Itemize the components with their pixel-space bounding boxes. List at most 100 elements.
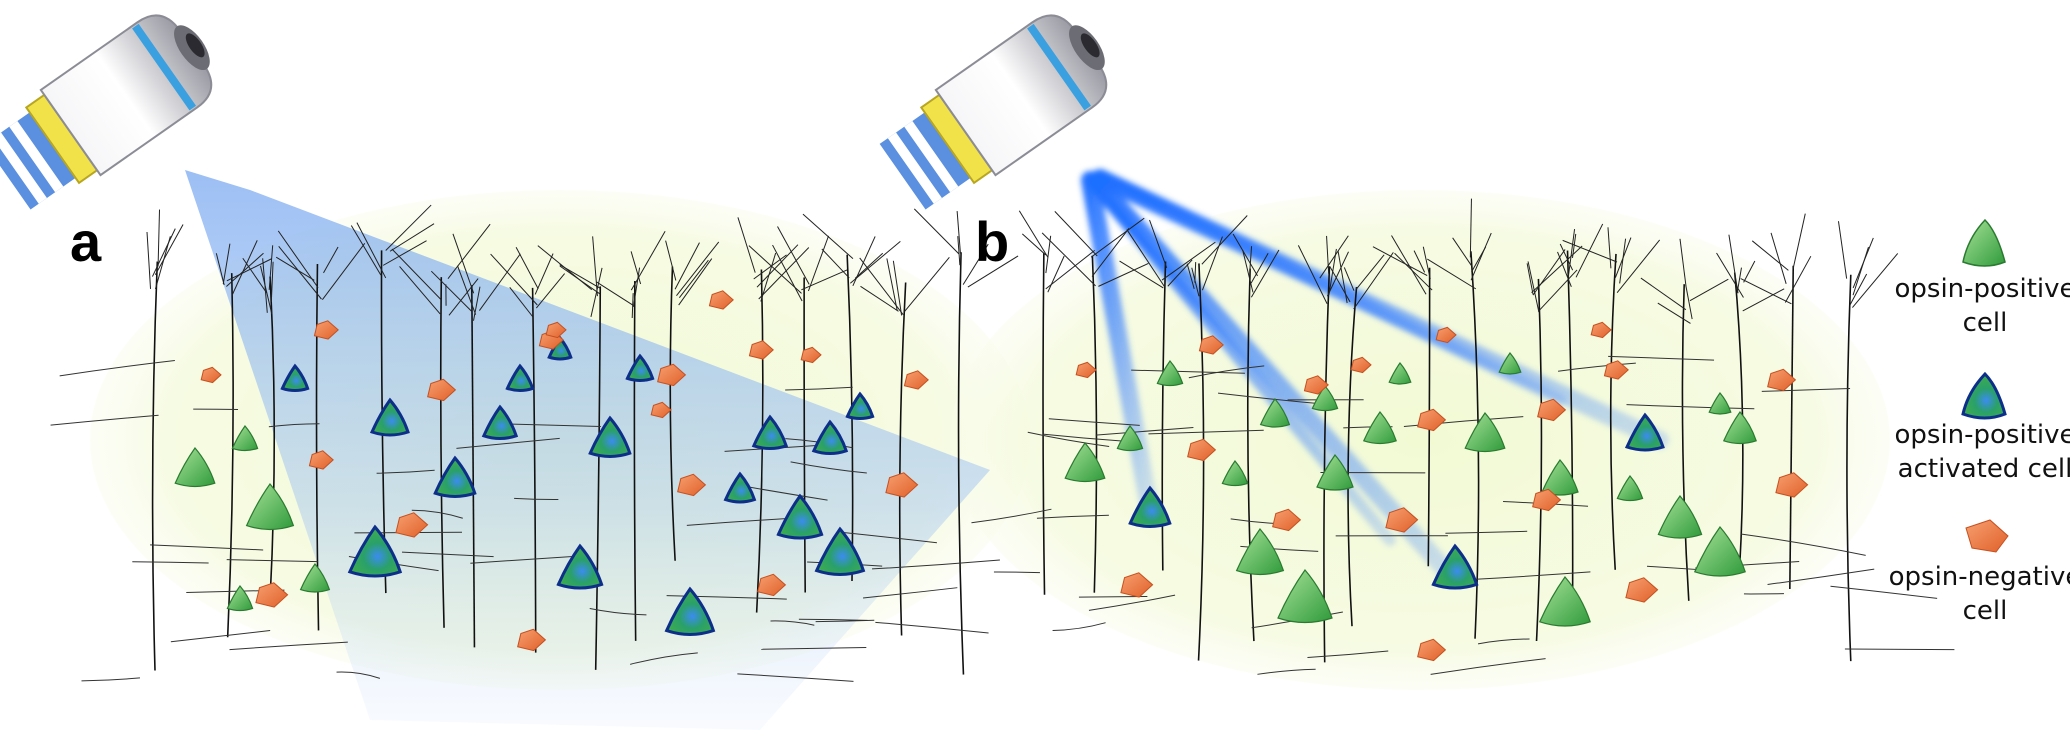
dendrite-branch <box>1343 267 1355 291</box>
opsin-negative-cell <box>1603 360 1629 380</box>
activated-cell <box>776 493 824 540</box>
dendrite <box>1091 255 1098 593</box>
dendrite-branch <box>904 256 950 312</box>
activated-cell <box>505 363 535 392</box>
opsin-negative-cell <box>1120 572 1154 598</box>
dendrite <box>803 277 807 593</box>
dendrite-branch <box>1770 232 1787 284</box>
dendrite-branch <box>154 224 184 275</box>
opsin-positive-cell <box>1221 460 1249 487</box>
dendrite <box>1609 253 1617 570</box>
activated-cell <box>280 363 310 392</box>
dendrite-branch <box>1527 261 1540 313</box>
dendrite-branch <box>1119 260 1164 289</box>
basal-dendrite <box>1188 365 1265 379</box>
dendrite-branch <box>1041 232 1096 287</box>
basal-dendrite <box>993 571 1040 574</box>
dendrite-branch <box>1471 246 1487 273</box>
dendrite-branch <box>1413 250 1426 273</box>
dendrite-branch <box>1849 273 1868 305</box>
opsin-negative-cell <box>885 472 919 498</box>
activated-cell <box>481 404 519 440</box>
dendrite-branch <box>676 241 720 297</box>
opsin-negative-cell <box>677 473 707 497</box>
dendrite <box>1681 284 1690 601</box>
opsin-positive-cell <box>1311 385 1339 412</box>
opsin-positive-cell <box>1464 412 1506 453</box>
basal-dendrite <box>1767 568 1875 585</box>
dendrite-branch <box>1657 302 1691 324</box>
basal-dendrite <box>1148 429 1264 435</box>
dendrite-branch <box>1452 237 1473 267</box>
dendrite-branch <box>157 209 161 267</box>
dendrite-branch <box>1567 229 1576 282</box>
dendrite-branch <box>559 265 601 295</box>
opsin-positive-cell <box>1657 495 1703 539</box>
basal-dendrite <box>50 414 159 426</box>
dendrite-branch <box>447 223 491 279</box>
dendrite-branch <box>1021 233 1047 256</box>
dendrite-branch <box>1319 235 1349 279</box>
dendrite-branch <box>630 230 666 291</box>
opsin-positive-cell <box>1498 352 1522 375</box>
opsin-negative-cell <box>1075 361 1097 379</box>
dendrite-branch <box>665 240 677 281</box>
dendrite-branch <box>630 251 642 285</box>
opsin-negative-cell <box>1537 398 1567 422</box>
dendrite-branch <box>892 260 903 316</box>
opsin-negative-cell <box>1532 488 1562 512</box>
legend-symbol-opsin-negative <box>1965 519 2009 553</box>
basal-dendrite <box>737 673 854 682</box>
neuron-network-b <box>971 198 1955 675</box>
legend-label-opsin-negative: opsin-negative cell <box>1860 560 2070 628</box>
dendrite-branch <box>748 245 802 294</box>
opsin-negative-cell <box>308 450 334 470</box>
basal-dendrite <box>1477 638 1530 645</box>
panel-label-a: a <box>70 210 102 273</box>
dendrite-branch <box>1090 217 1145 258</box>
dendrite-branch <box>631 293 634 319</box>
dendrite-branch <box>1427 258 1477 290</box>
basal-dendrite <box>785 386 853 391</box>
dendrite-branch <box>509 287 534 318</box>
dendrite-branch <box>1470 232 1492 281</box>
dendrite-branch <box>758 247 810 300</box>
opsin-positive-cell <box>1541 459 1579 496</box>
dendrite-branch <box>215 253 225 286</box>
basal-dendrite <box>226 559 318 563</box>
dendrite <box>1347 287 1358 627</box>
dendrite-branch <box>956 211 961 254</box>
basal-dendrite <box>401 551 494 558</box>
dendrite-branch <box>1337 250 1348 304</box>
dendrite-branch <box>1689 278 1729 302</box>
opsin-positive-cell <box>1316 454 1354 491</box>
dendrite <box>439 277 445 628</box>
basal-dendrite <box>229 641 348 651</box>
dendrite-branch <box>534 253 554 295</box>
dendrite-branch <box>1353 252 1394 310</box>
basal-dendrite <box>790 461 867 474</box>
basal-dendrite <box>132 561 209 564</box>
basal-dendrite <box>1445 530 1528 534</box>
dendrite-branch <box>277 230 319 289</box>
dendrite-branch <box>1607 227 1612 269</box>
opsin-positive-cell <box>226 585 254 612</box>
dendrite-branch <box>1716 252 1744 298</box>
opsin-negative-cell <box>1385 507 1419 533</box>
dendrite-branch <box>1242 250 1254 293</box>
dendrite-branch <box>1619 238 1627 284</box>
dendrite-branch <box>382 240 427 266</box>
basal-dendrite <box>1761 387 1851 392</box>
dendrite-branch <box>1679 238 1687 286</box>
dendrite-branch <box>1837 221 1848 279</box>
dendrite-branch <box>1201 215 1248 265</box>
basal-dendrite <box>336 671 381 679</box>
opsin-positive-cell <box>1116 425 1144 452</box>
activated-cell <box>723 471 757 504</box>
dendrite-branch <box>1526 263 1534 295</box>
activated-cell <box>1431 543 1479 590</box>
legend-label-activated: opsin-positive activated cell <box>1860 418 2070 486</box>
legend-line: cell <box>1962 596 2008 626</box>
opsin-negative-cell <box>650 401 672 419</box>
